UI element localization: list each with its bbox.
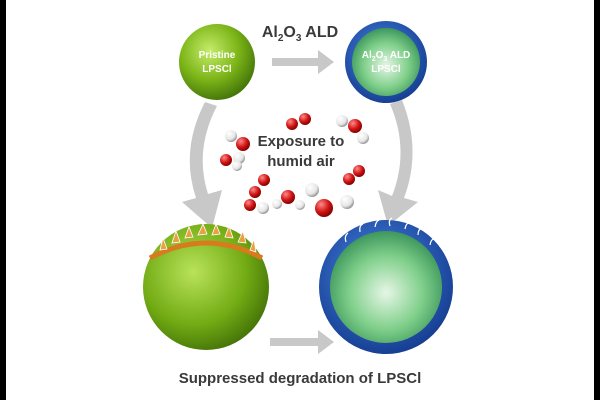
arrow-bottom-right xyxy=(270,330,334,354)
ald-process-label: Al2O3 ALD xyxy=(262,24,338,44)
pristine-lpscl-sphere: Pristine LPSCl xyxy=(179,24,255,100)
oxygen-molecule xyxy=(343,165,365,185)
exposure-label-line1: Exposure to xyxy=(258,133,345,150)
degradation-product-spikes xyxy=(159,222,257,253)
arrow-right-down xyxy=(378,100,418,226)
ald-sphere-label-line1: Al2O3 ALD xyxy=(362,50,411,63)
caption: Suppressed degradation of LPSCl xyxy=(179,370,422,387)
arrow-left-down xyxy=(182,102,222,228)
pristine-label-line2: LPSCl xyxy=(202,64,232,75)
exposure-label-line2: humid air xyxy=(267,153,335,170)
ald-coated-lpscl-sphere: Al2O3 ALD LPSCl xyxy=(345,21,427,103)
minor-surface-hairs xyxy=(344,217,435,246)
arrow-top-right xyxy=(272,50,334,74)
water-molecule xyxy=(272,190,305,210)
water-molecule xyxy=(225,130,250,164)
oxygen-molecule xyxy=(249,174,270,198)
pristine-label-line1: Pristine xyxy=(199,50,236,61)
water-molecule xyxy=(305,183,354,217)
protected-ald-sphere xyxy=(319,217,453,354)
ald-sphere-label-line2: LPSCl xyxy=(371,64,401,75)
water-molecule xyxy=(220,154,242,171)
oxygen-molecule xyxy=(286,113,311,130)
water-molecule xyxy=(336,115,369,144)
degraded-pristine-sphere xyxy=(143,222,269,350)
water-molecule xyxy=(244,199,269,214)
